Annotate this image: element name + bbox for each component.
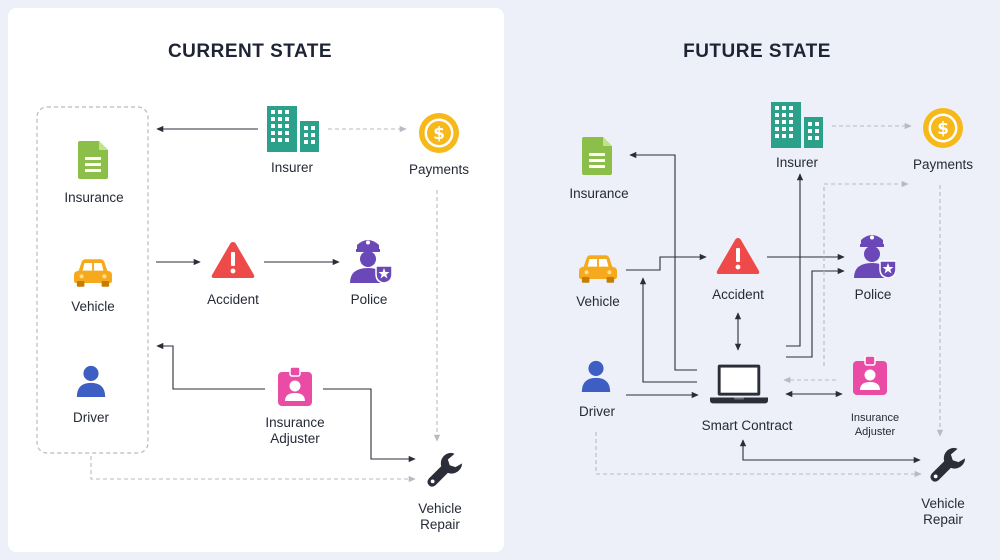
- id-badge-icon: [852, 356, 888, 396]
- driver-label: Driver: [73, 410, 110, 425]
- payments-label: Payments: [913, 157, 973, 172]
- warning-icon: [716, 238, 760, 274]
- vehicle-label: Vehicle: [71, 299, 115, 314]
- adjuster-label-line1: Insurance: [265, 415, 324, 430]
- future-state-title: FUTURE STATE: [683, 41, 831, 62]
- accident-label: Accident: [207, 292, 259, 307]
- adjuster-label-line2: Adjuster: [270, 431, 320, 446]
- current-node-insurance: Insurance: [64, 141, 124, 205]
- current-node-payments: Payments: [409, 113, 469, 177]
- arrow-contract-to-insurer: [786, 173, 804, 347]
- arrow-contract-to-insurance: [629, 151, 697, 371]
- repair-label-line1: Vehicle: [921, 496, 965, 511]
- id-badge-icon: [277, 367, 313, 407]
- dollar-coin-icon: [923, 108, 963, 148]
- arrow-driver-to-repair: [90, 456, 416, 483]
- police-label: Police: [855, 287, 892, 302]
- warning-icon: [211, 242, 255, 278]
- vehicle-label: Vehicle: [576, 294, 620, 309]
- current-state: CURRENT STATE Insurance Vehicle Driver: [36, 41, 469, 532]
- current-party-group: [36, 106, 149, 454]
- current-node-adjuster: Insurance Adjuster: [265, 367, 325, 446]
- current-node-accident: Accident: [207, 242, 259, 307]
- arrow-contract-to-payments: [823, 180, 909, 366]
- wrench-icon: [930, 447, 966, 482]
- wrench-icon: [427, 452, 463, 487]
- arrow-contract-repair: [739, 439, 921, 464]
- future-node-vehicle: Vehicle: [576, 255, 620, 309]
- car-icon: [74, 259, 112, 287]
- police-label: Police: [351, 292, 388, 307]
- repair-label-line2: Repair: [923, 512, 963, 527]
- arrow-adjuster-to-group: [156, 342, 265, 390]
- repair-label-line2: Repair: [420, 517, 460, 532]
- smart-contract-label: Smart Contract: [702, 418, 793, 433]
- insurance-label: Insurance: [569, 186, 628, 201]
- future-node-adjuster: Insurance Adjuster: [851, 356, 899, 438]
- current-node-police: Police: [349, 239, 392, 307]
- accident-label: Accident: [712, 287, 764, 302]
- dollar-coin-icon: [419, 113, 459, 153]
- insurer-label: Insurer: [271, 160, 314, 175]
- person-icon: [76, 365, 106, 398]
- arrow-vehicle-to-accident: [626, 253, 707, 271]
- arrow-driver-to-repair: [595, 432, 922, 478]
- police-officer-icon: [853, 234, 896, 278]
- laptop-icon: [710, 364, 768, 404]
- building-icon: [771, 102, 823, 148]
- future-node-smart-contract: Smart Contract: [702, 364, 793, 433]
- document-icon: [582, 137, 612, 175]
- future-state: FUTURE STATE Insurance Vehicle: [569, 41, 973, 527]
- future-node-insurer: Insurer: [771, 102, 823, 170]
- police-officer-icon: [349, 239, 392, 283]
- future-node-payments: Payments: [913, 108, 973, 172]
- insurer-label: Insurer: [776, 155, 819, 170]
- insurance-label: Insurance: [64, 190, 123, 205]
- arrow-contract-to-vehicle: [639, 277, 697, 383]
- current-node-repair: Vehicle Repair: [418, 452, 463, 532]
- future-node-accident: Accident: [712, 238, 764, 302]
- future-connections: [595, 122, 944, 478]
- adjuster-label-line2: Adjuster: [855, 426, 896, 438]
- repair-label-line1: Vehicle: [418, 501, 462, 516]
- adjuster-label-line1: Insurance: [851, 412, 899, 424]
- current-state-title: CURRENT STATE: [168, 41, 332, 62]
- arrow-contract-to-police: [786, 267, 845, 358]
- car-icon: [579, 255, 617, 283]
- current-node-insurer: Insurer: [267, 106, 319, 175]
- current-node-vehicle: Vehicle: [71, 259, 115, 314]
- driver-label: Driver: [579, 404, 616, 419]
- building-icon: [267, 106, 319, 152]
- current-node-driver: Driver: [73, 365, 110, 425]
- document-icon: [78, 141, 108, 179]
- payments-label: Payments: [409, 162, 469, 177]
- future-node-repair: Vehicle Repair: [921, 447, 966, 527]
- future-node-police: Police: [853, 234, 896, 302]
- current-connections: [90, 125, 441, 483]
- future-node-driver: Driver: [579, 360, 616, 419]
- future-node-insurance: Insurance: [569, 137, 629, 201]
- person-icon: [581, 360, 611, 393]
- arrow-adjuster-to-repair: [323, 388, 416, 463]
